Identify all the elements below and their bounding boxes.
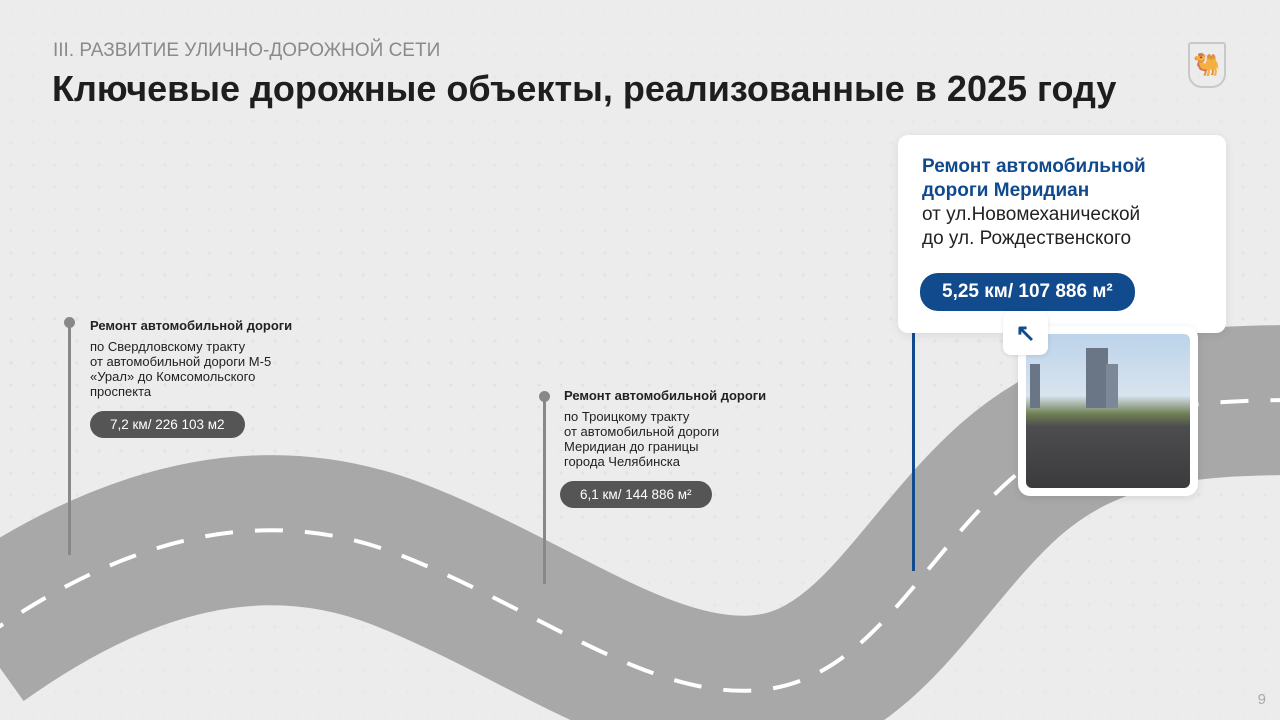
page-number: 9 bbox=[1257, 691, 1266, 708]
coat-of-arms-icon: 🐫 bbox=[1188, 42, 1226, 88]
featured-title: дороги Меридиан bbox=[922, 180, 1090, 201]
featured-stat-badge: 5,25 км/ 107 886 м² bbox=[920, 273, 1135, 311]
section-label: III. РАЗВИТИЕ УЛИЧНО-ДОРОЖНОЙ СЕТИ bbox=[53, 40, 441, 61]
item-desc: по Свердловскому тракту bbox=[90, 339, 246, 354]
item-desc: от автомобильной дороги М-5 bbox=[90, 354, 272, 369]
featured-card: Ремонт автомобильной дороги Меридиан от … bbox=[898, 135, 1226, 333]
road-item-1: Ремонт автомобильной дороги по Свердловс… bbox=[90, 318, 292, 438]
item-title: Ремонт автомобильной дороги bbox=[564, 388, 767, 403]
road-photo bbox=[1018, 326, 1198, 496]
marker-1 bbox=[64, 317, 75, 555]
arrow-up-left-icon[interactable]: ↖ bbox=[1003, 311, 1048, 355]
item-title: Ремонт автомобильной дороги bbox=[90, 318, 293, 333]
item-desc: по Троицкому тракту bbox=[564, 409, 690, 424]
marker-3 bbox=[908, 312, 919, 571]
road-item-2: Ремонт автомобильной дороги по Троицкому… bbox=[560, 388, 767, 508]
featured-desc: до ул. Рождественского bbox=[922, 228, 1132, 249]
item-desc: «Урал» до Комсомольского bbox=[90, 369, 256, 384]
page-title: Ключевые дорожные объекты, реализованные… bbox=[52, 68, 1117, 109]
item-desc: Меридиан до границы bbox=[564, 439, 699, 454]
item-desc: проспекта bbox=[90, 384, 152, 399]
item-desc: города Челябинска bbox=[564, 454, 680, 469]
featured-title: Ремонт автомобильной bbox=[922, 156, 1146, 177]
item-desc: от автомобильной дороги bbox=[564, 424, 720, 439]
marker-2 bbox=[539, 391, 550, 584]
featured-desc: от ул.Новомеханической bbox=[922, 204, 1141, 225]
stat-badge: 7,2 км/ 226 103 м2 bbox=[90, 411, 245, 438]
stat-badge: 6,1 км/ 144 886 м² bbox=[560, 481, 712, 508]
